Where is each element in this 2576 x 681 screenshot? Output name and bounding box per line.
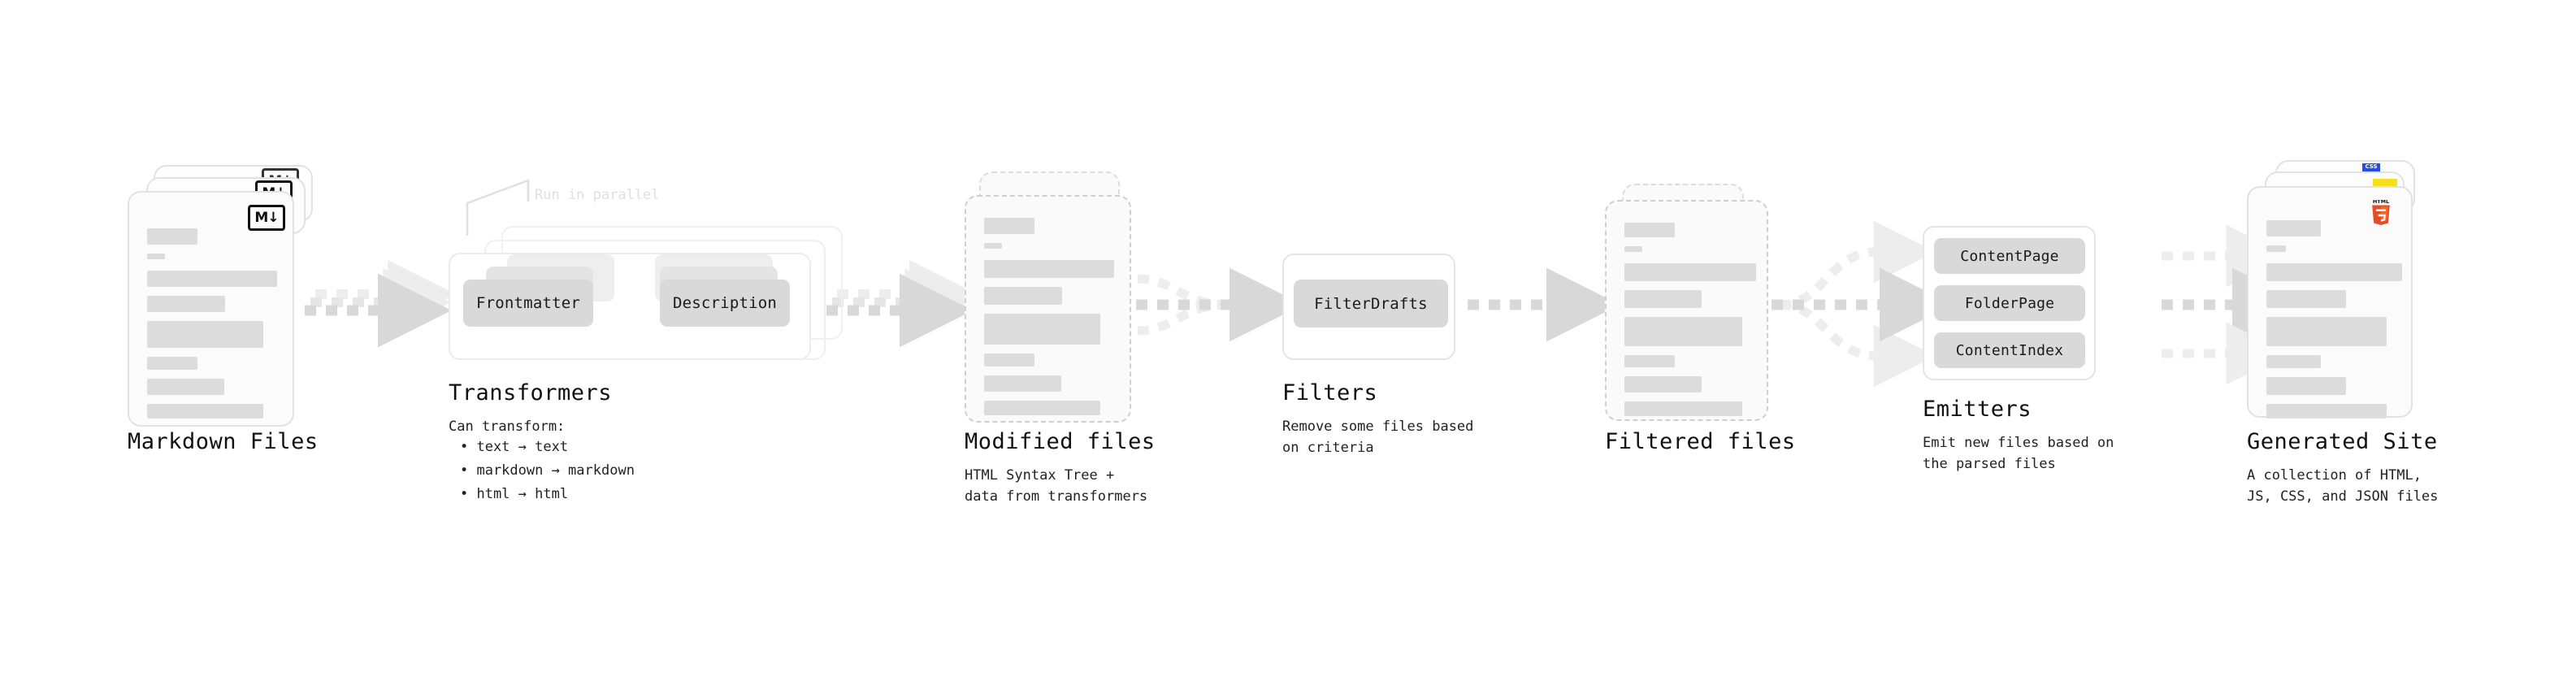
transformers-title: Transformers: [449, 380, 613, 406]
css-icon: CSS: [2362, 163, 2380, 174]
generated-card-front: HTML: [2247, 186, 2413, 419]
arrow-emitters-to-generated: [2162, 224, 2306, 385]
emitter-chip-folderpage[interactable]: FolderPage: [1934, 285, 2085, 321]
run-in-parallel-label: Run in parallel: [535, 187, 660, 203]
modified-files-description: HTML Syntax Tree + data from transformer…: [965, 467, 1148, 505]
transformers-bullet-1: • text → text: [460, 439, 569, 455]
svg-text:HTML: HTML: [2373, 200, 2389, 205]
filtered-files-title: Filtered files: [1605, 429, 1796, 454]
html5-icon-svg: HTML: [2372, 198, 2390, 225]
transformers-description: Can transform:: [449, 419, 566, 435]
modified-card-front: [965, 195, 1131, 423]
arrow-modified-to-filters: [1136, 267, 1303, 342]
html5-icon: HTML: [2369, 198, 2393, 228]
emitter-chip-contentpage[interactable]: ContentPage: [1934, 238, 2085, 274]
filtered-card-front: [1605, 200, 1768, 421]
markdown-card-front: M↓: [128, 191, 294, 427]
emitter-chip-contentindex[interactable]: ContentIndex: [1934, 332, 2085, 368]
markdown-icon: M↓: [248, 205, 285, 231]
filters-title: Filters: [1282, 380, 1378, 406]
emitters-description: Emit new files based on the parsed files: [1923, 435, 2114, 473]
doc-placeholder-lines: [147, 228, 277, 427]
generated-site-description: A collection of HTML, JS, CSS, and JSON …: [2247, 467, 2439, 505]
transformers-bullet-3: • html → html: [460, 486, 569, 502]
transformers-bullet-2: • markdown → markdown: [460, 462, 635, 479]
filter-chip-filterdrafts[interactable]: FilterDrafts: [1294, 280, 1448, 327]
transformer-chip-description[interactable]: Description: [660, 280, 790, 327]
emitters-title: Emitters: [1923, 397, 2032, 422]
arrow-markdown-to-transformers: [305, 260, 457, 348]
generated-site-title: Generated Site: [2247, 429, 2438, 454]
doc-placeholder-lines: [2266, 220, 2402, 427]
transformer-chip-frontmatter[interactable]: Frontmatter: [463, 280, 593, 327]
markdown-files-title: Markdown Files: [128, 429, 319, 454]
modified-files-title: Modified files: [965, 429, 1156, 454]
doc-placeholder-lines: [1624, 223, 1756, 425]
arrow-filtered-to-emitters: [1772, 220, 1954, 388]
filters-description: Remove some files based on criteria: [1282, 419, 1474, 457]
doc-placeholder-lines: [984, 218, 1114, 424]
